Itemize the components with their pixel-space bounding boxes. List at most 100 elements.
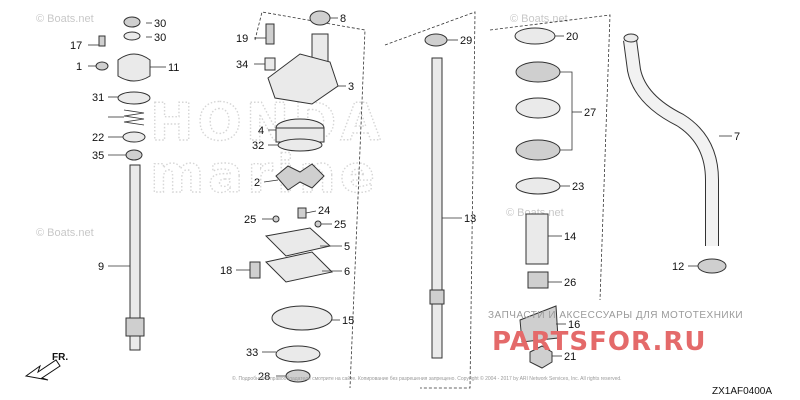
callout-22[interactable]: 22 xyxy=(92,132,104,144)
watermark-boats-bottom-left: © Boats.net xyxy=(36,227,94,239)
part-15-housing[interactable] xyxy=(271,305,333,331)
callout-33[interactable]: 33 xyxy=(246,347,258,359)
callout-3[interactable]: 3 xyxy=(348,81,354,93)
part-18-bolt[interactable] xyxy=(249,261,261,279)
callout-26[interactable]: 26 xyxy=(564,277,576,289)
forward-direction-indicator: FR. xyxy=(24,352,68,381)
callout-8[interactable]: 8 xyxy=(340,13,346,25)
part-19-bolt[interactable] xyxy=(265,23,275,45)
watermark-layer: © Boats.net © Boats.net © Boats.net © Bo… xyxy=(36,13,568,239)
part-30-washer[interactable] xyxy=(123,31,141,41)
callout-13[interactable]: 13 xyxy=(464,213,476,225)
part-33-oring[interactable] xyxy=(275,345,321,363)
callout-14[interactable]: 14 xyxy=(564,231,576,243)
callout-9[interactable]: 9 xyxy=(98,261,104,273)
part-30-nut[interactable] xyxy=(123,16,141,28)
callout-21[interactable]: 21 xyxy=(564,351,576,363)
part-27-bearing-race[interactable] xyxy=(515,97,561,119)
water-tube-assembly xyxy=(623,33,727,274)
callout-12[interactable]: 12 xyxy=(672,261,684,273)
part-13-shaft[interactable] xyxy=(431,57,443,359)
callout-20[interactable]: 20 xyxy=(566,31,578,43)
callout-31[interactable]: 31 xyxy=(92,92,104,104)
copyright-note: ©. Подробнее о правообладателе смотрите … xyxy=(232,375,622,382)
part-25-pin-left[interactable] xyxy=(272,215,280,223)
part-23-shim[interactable] xyxy=(515,177,561,195)
callout-19[interactable]: 19 xyxy=(236,33,248,45)
part-26-bearing[interactable] xyxy=(527,271,549,289)
callout-35[interactable]: 35 xyxy=(92,150,104,162)
callout-2[interactable]: 2 xyxy=(254,177,260,189)
callout-30a[interactable]: 30 xyxy=(154,18,166,30)
part-5-plate[interactable] xyxy=(264,227,332,257)
part-35-bushing[interactable] xyxy=(125,149,143,161)
left-parts-column xyxy=(95,16,151,351)
part-9-rod-end[interactable] xyxy=(125,317,145,337)
watermark-boats-bottom-right: © Boats.net xyxy=(506,207,564,219)
callout-18[interactable]: 18 xyxy=(220,265,232,277)
shop-watermark: ЗАПЧАСТИ И АКСЕССУАРЫ ДЛЯ МОТОТЕХНИКИ PA… xyxy=(488,310,743,357)
drive-shaft-assembly xyxy=(424,33,448,359)
part-22-seal[interactable] xyxy=(122,131,146,143)
callout-5[interactable]: 5 xyxy=(344,241,350,253)
callout-11[interactable]: 11 xyxy=(168,62,179,74)
gear-group-frame-line xyxy=(489,14,611,301)
leader-lines xyxy=(88,17,732,377)
part-24-key[interactable] xyxy=(297,207,307,219)
callout-24[interactable]: 24 xyxy=(318,205,330,217)
callout-17[interactable]: 17 xyxy=(70,40,82,52)
part-14-sleeve[interactable] xyxy=(525,213,549,265)
watermark-brand-line2: marine xyxy=(150,145,379,205)
callout-23[interactable]: 23 xyxy=(572,181,584,193)
part-9-rod[interactable] xyxy=(129,164,141,351)
part-29-seal[interactable] xyxy=(424,33,448,47)
part-6-gasket[interactable] xyxy=(264,251,334,283)
part-32-gasket[interactable] xyxy=(277,138,323,152)
callout-labels: 30 30 17 1 11 31 22 35 9 19 34 8 3 4 32 … xyxy=(70,13,740,383)
part-21-nut[interactable] xyxy=(529,345,553,369)
part-17-bolt[interactable] xyxy=(98,35,106,47)
shaft-group-frame-line xyxy=(384,11,476,389)
part-20-shim[interactable] xyxy=(514,27,556,45)
leader-2 xyxy=(263,179,279,183)
forward-label: FR. xyxy=(52,352,68,363)
callout-27[interactable]: 27 xyxy=(584,107,596,119)
part-11-cam[interactable] xyxy=(117,53,151,82)
water-pump-assembly xyxy=(249,10,339,383)
leader-24 xyxy=(305,210,317,214)
callout-4[interactable]: 4 xyxy=(258,125,264,137)
part-12-grommet[interactable] xyxy=(697,258,727,274)
part-8-grommet[interactable] xyxy=(309,10,331,26)
callout-32[interactable]: 32 xyxy=(252,140,264,152)
part-1-nut[interactable] xyxy=(95,61,109,71)
callout-34[interactable]: 34 xyxy=(236,59,248,71)
callout-7[interactable]: 7 xyxy=(734,131,740,143)
callout-15[interactable]: 15 xyxy=(342,315,354,327)
forward-arrow-icon xyxy=(24,359,61,381)
callout-6[interactable]: 6 xyxy=(344,266,350,278)
diagram-code: ZX1AF0400A xyxy=(712,386,772,397)
part-25-pin-right[interactable] xyxy=(314,220,322,228)
callout-16[interactable]: 16 xyxy=(568,319,580,331)
part-31-oring[interactable] xyxy=(117,91,151,105)
shop-caption: ЗАПЧАСТИ И АКСЕССУАРЫ ДЛЯ МОТОТЕХНИКИ xyxy=(488,310,743,321)
gear-stack xyxy=(514,27,561,369)
part-10-spring[interactable] xyxy=(123,109,145,126)
part-27-bearing-bottom[interactable] xyxy=(515,139,561,161)
part-2-impeller[interactable] xyxy=(275,163,325,191)
callout-29[interactable]: 29 xyxy=(460,35,472,47)
callout-25a[interactable]: 25 xyxy=(244,214,256,226)
part-7-tube[interactable] xyxy=(624,39,718,246)
callout-28[interactable]: 28 xyxy=(258,371,270,383)
part-27-bearing-top[interactable] xyxy=(515,61,561,83)
callout-25b[interactable]: 25 xyxy=(334,219,346,231)
part-7-tube-top[interactable] xyxy=(623,33,639,43)
leader-27-bracket xyxy=(560,71,573,151)
callout-1[interactable]: 1 xyxy=(76,61,82,73)
part-13-shaft-collar[interactable] xyxy=(429,289,445,305)
callout-30b[interactable]: 30 xyxy=(154,32,166,44)
part-34-dowel[interactable] xyxy=(264,57,276,71)
part-16-pinion[interactable] xyxy=(519,305,559,343)
